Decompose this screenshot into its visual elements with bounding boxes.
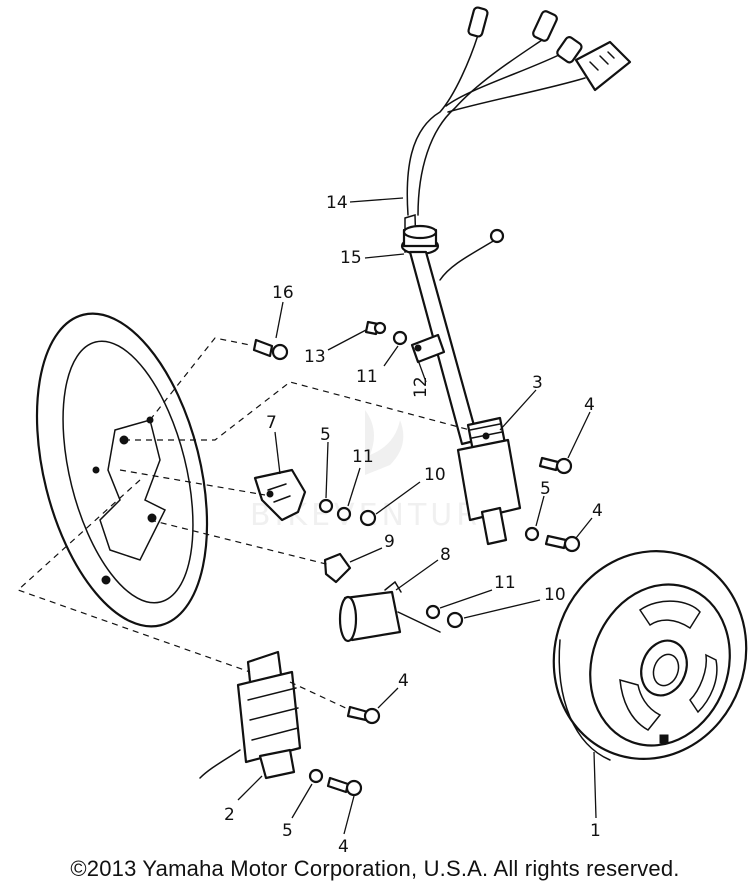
grommet [400, 224, 440, 256]
callout-11-clamp: 11 [356, 367, 378, 387]
callout-4-coil: 4 [592, 501, 603, 521]
contact-breaker [253, 468, 307, 522]
callout-4-bottom: 4 [338, 837, 349, 857]
copyright-notice: ©2013 Yamaha Motor Corporation, U.S.A. A… [70, 856, 680, 881]
ground-lead-terminal [489, 228, 505, 244]
callout-15: 15 [340, 248, 362, 268]
callout-5-breaker: 5 [320, 425, 331, 445]
assembly-lines [16, 337, 471, 711]
cable-clamp [410, 333, 446, 364]
callout-9: 9 [384, 532, 395, 552]
callout-5-coil: 5 [540, 479, 551, 499]
ground-lead-wire [439, 239, 496, 281]
callout-10-breaker: 10 [424, 465, 446, 485]
callout-5-bottom: 5 [282, 821, 293, 841]
callout-12: 12 [411, 376, 431, 398]
wire-harness [404, 6, 632, 253]
callout-10-condenser: 10 [544, 585, 566, 605]
callout-8: 8 [440, 545, 451, 565]
flywheel-magneto [552, 550, 748, 761]
callout-16: 16 [272, 283, 294, 303]
callout-1: 1 [590, 821, 601, 841]
leader-lines [237, 197, 597, 835]
callout-11-breaker: 11 [352, 447, 374, 467]
callout-13: 13 [304, 347, 326, 367]
lighting-coil [199, 650, 302, 780]
callout-14: 14 [326, 193, 348, 213]
callout-4-middle: 4 [398, 671, 409, 691]
ignition-coil [456, 416, 522, 546]
callout-4-upper: 4 [584, 395, 595, 415]
callout-labels: 1 2 3 4 4 4 4 5 5 5 7 8 9 10 10 11 11 11… [224, 193, 603, 857]
screws-and-washers [252, 320, 581, 797]
callout-2: 2 [224, 805, 235, 825]
condenser [338, 580, 441, 643]
callout-11-condenser: 11 [494, 573, 516, 593]
cam-felt [323, 552, 352, 584]
callout-7: 7 [266, 413, 277, 433]
callout-3: 3 [532, 373, 543, 393]
